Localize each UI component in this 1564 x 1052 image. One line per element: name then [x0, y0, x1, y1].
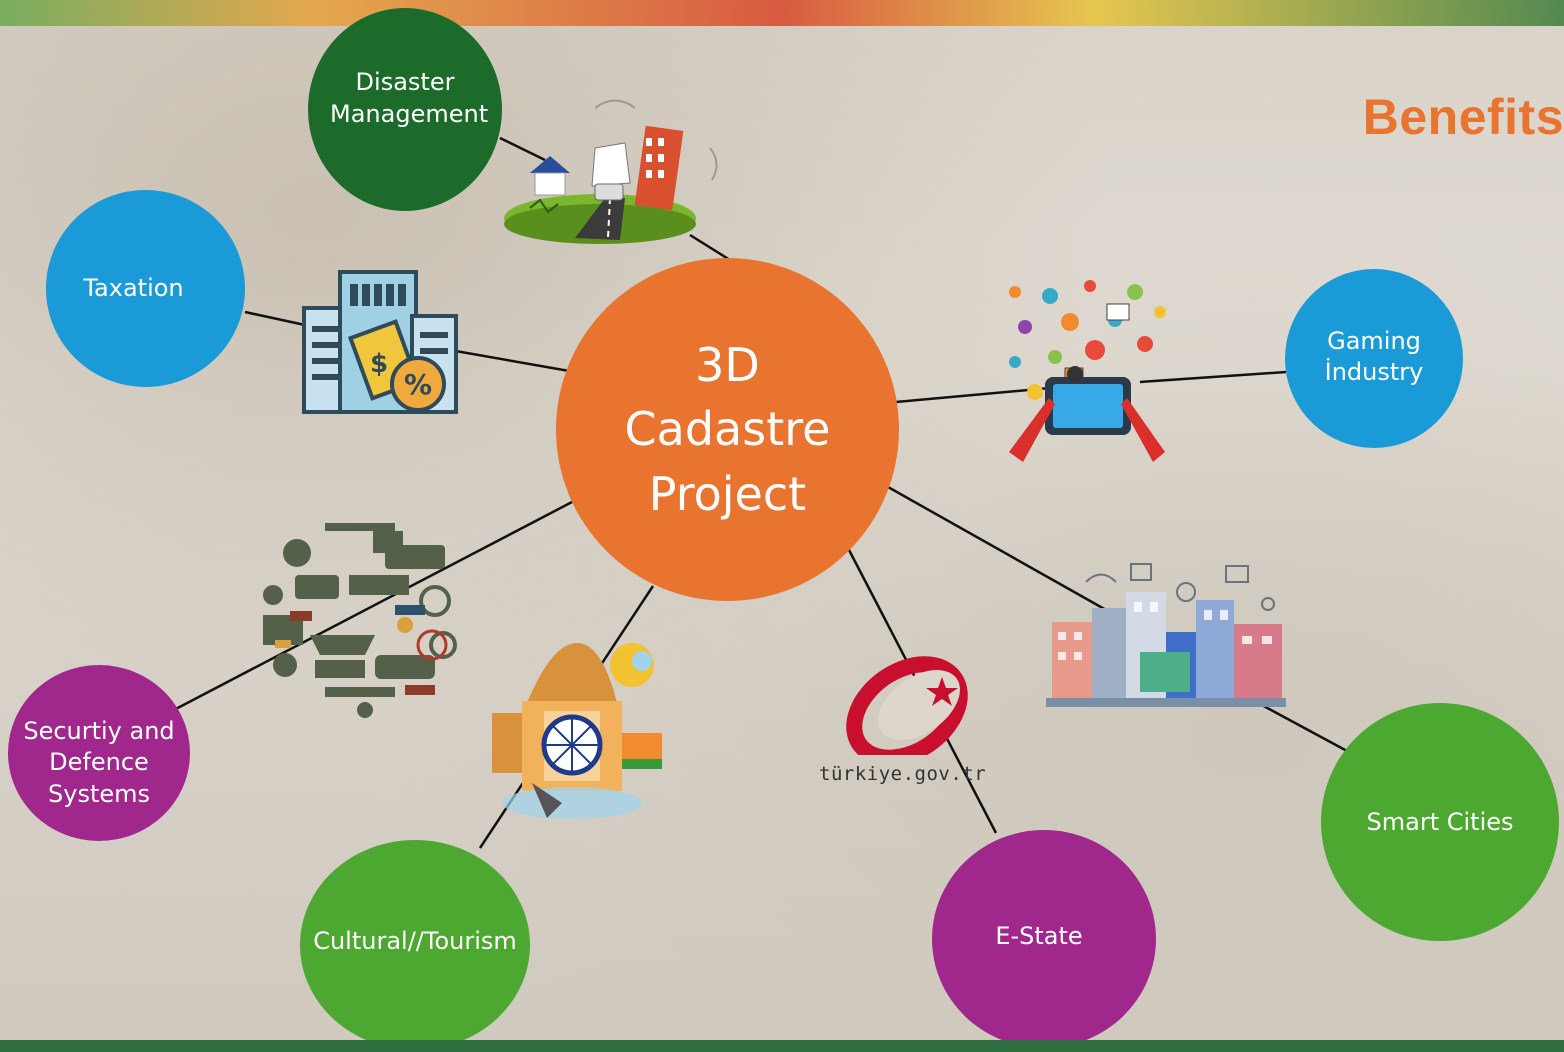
link-taxation-center	[449, 348, 576, 374]
svg-text:%: %	[404, 368, 432, 401]
bottom-bar	[0, 1040, 1564, 1052]
earthquake-icon	[504, 99, 718, 244]
link-disaster	[499, 136, 546, 162]
link-smart-center	[887, 485, 1116, 617]
link-gaming	[1139, 370, 1287, 384]
link-smart	[1257, 701, 1361, 760]
link-disaster-center	[689, 233, 731, 262]
node-label: Cultural//Tourism	[313, 926, 517, 955]
logo-text: türkiye.gov.tr	[819, 763, 987, 785]
page-title: Benefits	[1362, 89, 1564, 145]
node-label: E-State	[995, 922, 1083, 951]
gaming-tablet-icon	[1009, 280, 1166, 462]
center-node-label: 3D Cadastre Project	[624, 337, 831, 521]
turkiye-gov-logo: türkiye.gov.tr	[815, 655, 1010, 790]
node-label: Securtiy and Defence Systems	[23, 717, 175, 808]
india-culture-icon	[492, 643, 662, 819]
top-banner	[0, 0, 1564, 26]
node-cultural-tourism: Cultural//Tourism	[300, 840, 530, 1050]
node-label: Taxation	[83, 273, 184, 302]
node-security-defence: Securtiy and Defence Systems	[8, 665, 190, 841]
node-label: Gaming İndustry	[1324, 326, 1424, 386]
node-e-state: E-State	[932, 830, 1156, 1048]
military-collage-icon	[263, 523, 457, 718]
node-smart-cities: Smart Cities	[1321, 703, 1559, 941]
link-gaming-center	[884, 386, 1051, 405]
smart-city-icon	[1046, 563, 1286, 707]
node-disaster-management: Disaster Management	[308, 8, 502, 211]
center-node: 3D Cadastre Project	[556, 258, 899, 601]
node-label: Disaster Management	[330, 68, 489, 128]
node-gaming-industry: Gaming İndustry	[1285, 269, 1463, 448]
link-taxation	[244, 310, 306, 327]
tax-building-icon: $ %	[302, 270, 458, 414]
node-taxation: Taxation	[46, 190, 245, 387]
node-label: Smart Cities	[1366, 807, 1514, 836]
crescent-star-icon	[846, 656, 968, 766]
link-security	[169, 500, 573, 714]
svg-text:$: $	[370, 349, 388, 379]
